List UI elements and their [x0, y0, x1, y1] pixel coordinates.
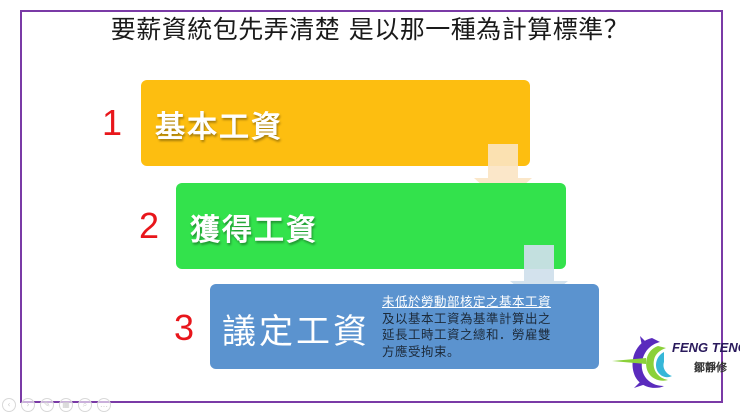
more-options-button[interactable]: …	[97, 398, 111, 412]
description-line: 方應受拘束。	[382, 343, 461, 359]
step-label-1: 基本工資	[155, 110, 283, 145]
zoom-button[interactable]: ⌕	[78, 398, 92, 412]
next-slide-button[interactable]: ›	[21, 398, 35, 412]
step-box-earned-wage: 獲得工資	[176, 183, 566, 269]
description-line: 及以基本工資為基準計算出之	[382, 310, 552, 326]
slideshow-controls: ‹ › ✎ ▦ ⌕ …	[2, 398, 111, 412]
logo-subtitle: 鄒靜修	[694, 361, 727, 374]
logo-name: FENG TENG	[672, 340, 740, 355]
feng-teng-logo: FENG TENG 鄒靜修	[612, 334, 740, 392]
description-highlight: 未低於勞動部核定之基本工資	[382, 294, 552, 309]
step-number-3: 3	[174, 307, 195, 348]
step-number-1: 1	[102, 102, 123, 143]
step-label-2: 獲得工資	[190, 213, 318, 248]
step-box-agreed-wage: 議定工資	[210, 284, 599, 369]
step-label-3: 議定工資	[222, 312, 370, 352]
logo-crescent-icon	[612, 336, 672, 388]
see-all-slides-button[interactable]: ▦	[59, 398, 73, 412]
agreed-wage-description: 未低於勞動部核定之基本工資 及以基本工資為基準計算出之 延長工時工資之總和．勞雇…	[382, 294, 594, 360]
previous-slide-button[interactable]: ‹	[2, 398, 16, 412]
step-box-basic-wage: 基本工資	[141, 80, 530, 166]
step-number-2: 2	[139, 205, 160, 246]
slide-title: 要薪資統包先弄清楚 是以那一種為計算標準？	[110, 15, 630, 44]
description-line: 延長工時工資之總和．勞雇雙	[382, 327, 552, 342]
pen-tool-button[interactable]: ✎	[40, 398, 54, 412]
